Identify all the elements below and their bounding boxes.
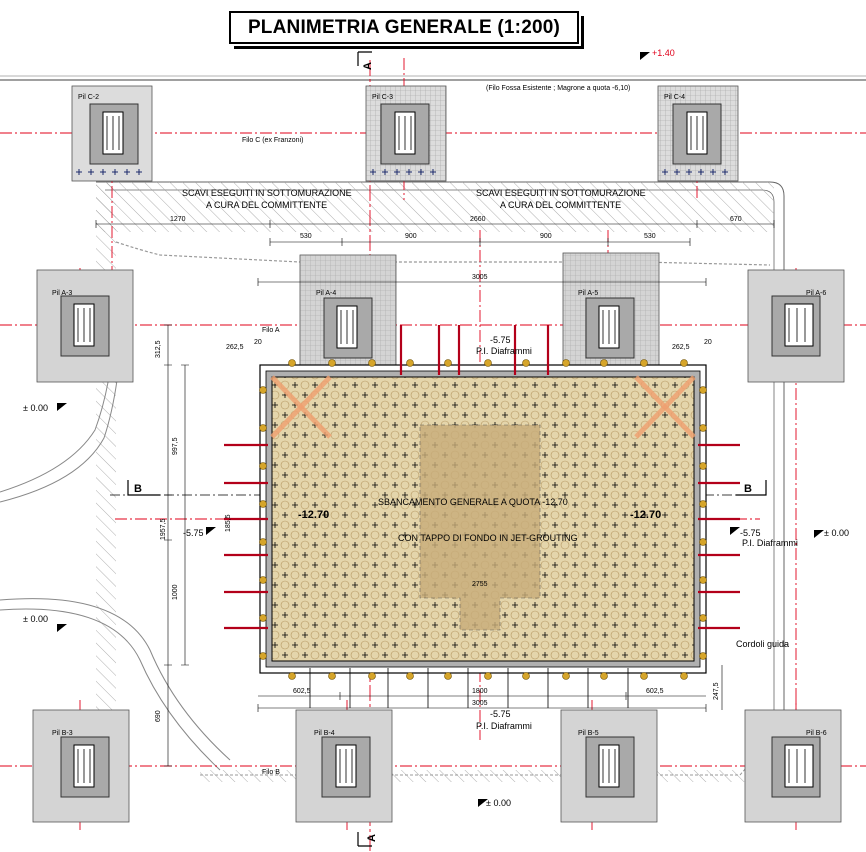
quote-m1270-right: -12.70 <box>630 509 661 521</box>
dim-312: 312,5 <box>155 340 162 358</box>
piers <box>32 85 845 823</box>
dim-262b: 262,5 <box>672 344 690 351</box>
dim-1857: 185,5 <box>225 514 232 532</box>
section-a-top: A <box>362 62 374 70</box>
dim-2660: 2660 <box>470 216 486 223</box>
dim-3005-top: 3005 <box>472 274 488 281</box>
pier-a3: Pil A-3 <box>52 290 72 297</box>
dim-997: 997,5 <box>172 437 179 455</box>
dim-6025a: 602,5 <box>293 688 311 695</box>
pi-diaframmi-right: P.I. Diaframmi <box>742 538 798 548</box>
plan-text: SCAVI ESEGUITI IN SOTTOMURAZIONE A CURA … <box>23 48 849 842</box>
dim-530b: 530 <box>644 233 656 240</box>
pier-b6: Pil B-6 <box>806 730 827 737</box>
scavi-label-l2: A CURA DEL COMMITTENTE <box>206 200 327 210</box>
quote-000-bottom: ± 0.00 <box>486 798 511 808</box>
dimension-lines <box>95 220 775 767</box>
section-markers <box>127 51 767 847</box>
pier-a5: Pil A-5 <box>578 290 598 297</box>
dim-530a: 530 <box>300 233 312 240</box>
anchor-heads <box>259 359 707 680</box>
drawing-title: PLANIMETRIA GENERALE (1:200) <box>247 16 561 38</box>
pier-c3: Pil C-3 <box>372 94 393 101</box>
dim-6025b: 602,5 <box>646 688 664 695</box>
quote-m575-left: -5.75 <box>183 528 204 538</box>
bottom-rods <box>309 668 629 708</box>
tie-rods <box>224 325 740 630</box>
quote-plus140: +1.40 <box>652 48 675 58</box>
dim-1270: 1270 <box>170 216 186 223</box>
section-b-right: B <box>744 483 752 495</box>
dim-2755: 2755 <box>472 581 488 588</box>
pier-a4: Pil A-4 <box>316 290 336 297</box>
sbancamento-label-l1: SBANCAMENTO GENERALE A QUOTA -12.70 <box>378 497 568 507</box>
scavi-label-r1: SCAVI ESEGUITI IN SOTTOMURAZIONE <box>476 188 646 198</box>
scavi-label-r2: A CURA DEL COMMITTENTE <box>500 200 621 210</box>
dim-262a: 262,5 <box>226 344 244 351</box>
dim-690: 690 <box>155 710 162 722</box>
pier-c4: Pil C-4 <box>664 94 685 101</box>
filo-a-label: Filo A <box>262 327 280 334</box>
dimension-text: 1270 2660 670 530 900 900 530 3005 3005 … <box>155 216 742 722</box>
pi-diaframmi-top: P.I. Diaframmi <box>476 346 532 356</box>
dim-1000: 1000 <box>172 584 179 600</box>
section-a-bottom: A <box>366 834 378 842</box>
sbancamento-label-l2: CON TAPPO DI FONDO IN JET-GROUTING <box>398 533 578 543</box>
quote-000-right: ± 0.00 <box>824 528 849 538</box>
title-shadow <box>234 16 584 49</box>
quote-m1270-left: -12.70 <box>298 509 329 521</box>
scavi-label-l1: SCAVI ESEGUITI IN SOTTOMURAZIONE <box>182 188 352 198</box>
filo-fossa-label: (Filo Fossa Esistente ; Magrone a quota … <box>486 85 630 92</box>
pier-a6: Pil A-6 <box>806 290 826 297</box>
cordoli-label: Cordoli guida <box>736 639 789 649</box>
c-row-markers <box>76 169 728 175</box>
section-b-left: B <box>134 483 142 495</box>
dim-900b: 900 <box>540 233 552 240</box>
quote-m575-top: -5.75 <box>490 335 511 345</box>
quote-m575-right: -5.75 <box>740 528 761 538</box>
pier-b5: Pil B-5 <box>578 730 599 737</box>
filo-b-label: Filo B <box>262 769 280 776</box>
quote-000-left1: ± 0.00 <box>23 403 48 413</box>
dim-2475: 247,5 <box>713 682 720 700</box>
dim-20a: 20 <box>254 339 262 346</box>
title-box: PLANIMETRIA GENERALE (1:200) <box>229 11 579 44</box>
dim-1800: 1800 <box>472 688 488 695</box>
pier-b4: Pil B-4 <box>314 730 335 737</box>
quote-m575-bottom: -5.75 <box>490 709 511 719</box>
dim-1957: 1957,5 <box>160 518 167 540</box>
pier-rebars <box>77 116 806 783</box>
level-markers <box>57 52 824 807</box>
pier-b3: Pil B-3 <box>52 730 73 737</box>
dim-900a: 900 <box>405 233 417 240</box>
dim-670: 670 <box>730 216 742 223</box>
pi-diaframmi-bottom: P.I. Diaframmi <box>476 721 532 731</box>
pier-c2: Pil C-2 <box>78 94 99 101</box>
dim-3005-bottom: 3005 <box>472 700 488 707</box>
quote-000-left2: ± 0.00 <box>23 614 48 624</box>
filo-c-label: Filo C (ex Franzoni) <box>242 137 303 144</box>
pier-labels: Pil C-2 Pil C-3 Pil C-4 Pil A-3 Pil A-4 … <box>52 94 827 737</box>
dim-20b: 20 <box>704 339 712 346</box>
excavation <box>259 364 707 674</box>
